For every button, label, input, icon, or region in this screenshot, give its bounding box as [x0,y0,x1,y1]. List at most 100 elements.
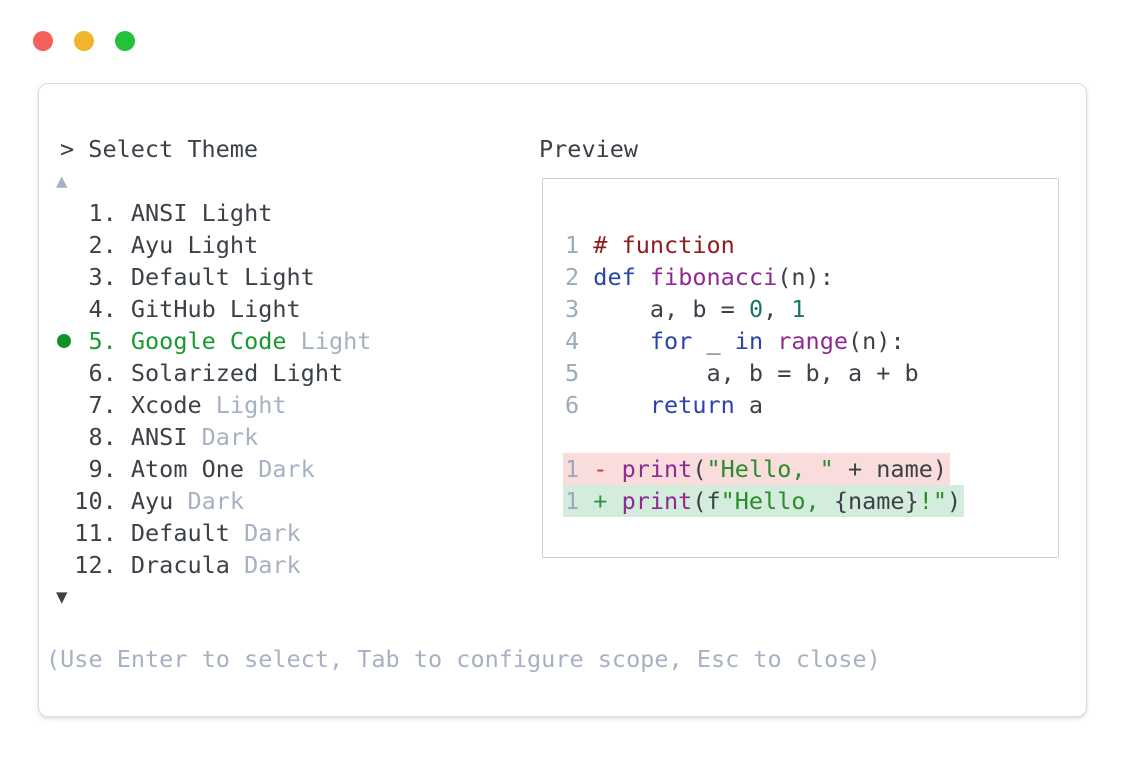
code-token-string: "Hello, " [706,455,834,483]
theme-item-label: Google Code [130,327,287,355]
theme-item-label: Dracula [130,551,230,579]
line-number: 2 [565,263,594,291]
theme-item-label: Default Light [130,263,315,291]
theme-item-atom-one[interactable]: 9. Atom One Dark [46,453,516,485]
theme-item-ansi-light[interactable]: 1. ANSI Light [46,197,516,229]
code-token-plain [636,263,650,291]
theme-item-variant: Dark [187,423,259,451]
close-button[interactable] [33,31,53,51]
zoom-button[interactable] [115,31,135,51]
diff-sign-minus: - [593,455,622,483]
code-token-plain: {name} [833,487,919,515]
scroll-up-icon[interactable]: ▲ [56,170,68,192]
code-token-function: range [777,327,848,355]
theme-item-number: 5. [46,327,131,355]
code-token-plain: (f [692,487,721,515]
line-number: 1 [565,231,594,259]
theme-item-label: ANSI [130,423,188,451]
theme-item-default[interactable]: 11. Default Dark [46,517,516,549]
code-token-keyword: return [649,391,735,419]
selected-bullet-icon [57,334,71,348]
theme-item-variant: Dark [229,551,301,579]
code-token-plain: a, b = [593,295,749,323]
theme-list-column: > Select Theme ▲ 1. ANSI Light 2. Ayu Li… [46,133,516,613]
code-token-plain: , [763,295,792,323]
theme-item-number: 12. [46,551,131,579]
preview-title: Preview [539,135,639,163]
theme-item-number: 2. [46,231,131,259]
theme-item-google-code[interactable]: 5. Google Code Light [46,325,516,357]
theme-item-label: ANSI Light [130,199,273,227]
code-token-function: print [621,487,693,515]
theme-item-label: Xcode [130,391,202,419]
theme-item-variant: Dark [244,455,315,483]
line-number: 5 [565,359,594,387]
code-token-comment: # function [593,231,735,259]
theme-item-dracula[interactable]: 12. Dracula Dark [46,549,516,581]
theme-item-number: 10. [46,487,131,515]
code-token-plain: a [734,391,764,419]
line-number: 3 [565,295,594,323]
minimize-button[interactable] [74,31,94,51]
theme-item-variant: Light [286,327,372,355]
code-token-plain: _ [692,327,735,355]
diff-line-highlight: 1 + print(f"Hello, {name}!") [563,485,965,517]
code-token-number: 1 [791,295,806,323]
line-number: 1 [565,455,594,483]
line-number: 4 [565,327,594,355]
diff-line-removed: 1 - print("Hello, " + name) [563,453,1058,485]
theme-item-number: 1. [46,199,131,227]
code-line: 3 a, b = 0, 1 [565,293,1058,325]
keyboard-hint: (Use Enter to select, Tab to configure s… [46,645,881,673]
theme-item-number: 7. [46,391,131,419]
theme-item-variant: Dark [173,487,245,515]
theme-item-ayu-light[interactable]: 2. Ayu Light [46,229,516,261]
code-token-plain [593,391,650,419]
diff-line-added: 1 + print(f"Hello, {name}!") [563,485,1058,517]
code-token-string: !" [918,487,948,515]
code-token-plain: ) [947,487,962,515]
code-token-plain: + name) [833,455,948,483]
theme-item-solarized-light[interactable]: 6. Solarized Light [46,357,516,389]
code-token-keyword: for [649,327,693,355]
theme-item-variant: Light [201,391,287,419]
code-token-plain: a, b = b, a + b [593,359,919,387]
scroll-down-icon[interactable]: ▼ [56,586,68,608]
diff-line-highlight: 1 - print("Hello, " + name) [563,453,951,485]
line-number: 6 [565,391,594,419]
code-line: 4 for _ in range(n): [565,325,1058,357]
code-token-number: 0 [748,295,764,323]
code-line: 6 return a [565,389,1058,421]
code-token-plain: (n): [777,263,834,291]
theme-item-label: GitHub Light [130,295,301,323]
code-token-function: fibonacci [649,263,778,291]
code-token-function: print [621,455,693,483]
theme-item-label: Ayu [130,487,174,515]
theme-item-number: 11. [46,519,131,547]
theme-item-variant: Dark [229,519,301,547]
code-token-plain [593,327,650,355]
theme-item-number: 4. [46,295,131,323]
window-controls [33,31,135,51]
blank-line [565,421,1058,453]
code-token-string: "Hello, [720,487,834,515]
theme-item-label: Atom One [130,455,245,483]
code-line: 1 # function [565,229,1058,261]
line-number: 1 [565,487,594,515]
code-line: 5 a, b = b, a + b [565,357,1058,389]
theme-item-github-light[interactable]: 4. GitHub Light [46,293,516,325]
code-token-plain [763,327,777,355]
theme-item-number: 3. [46,263,131,291]
diff-sign-plus: + [593,487,622,515]
theme-item-xcode[interactable]: 7. Xcode Light [46,389,516,421]
code-token-keyword: def [593,263,636,291]
theme-item-ayu[interactable]: 10. Ayu Dark [46,485,516,517]
theme-item-ansi[interactable]: 8. ANSI Dark [46,421,516,453]
theme-list: 1. ANSI Light 2. Ayu Light 3. Default Li… [46,197,516,581]
theme-item-number: 9. [46,455,131,483]
theme-item-default-light[interactable]: 3. Default Light [46,261,516,293]
select-theme-prompt: > Select Theme [60,135,259,163]
code-token-plain: (n): [848,327,905,355]
